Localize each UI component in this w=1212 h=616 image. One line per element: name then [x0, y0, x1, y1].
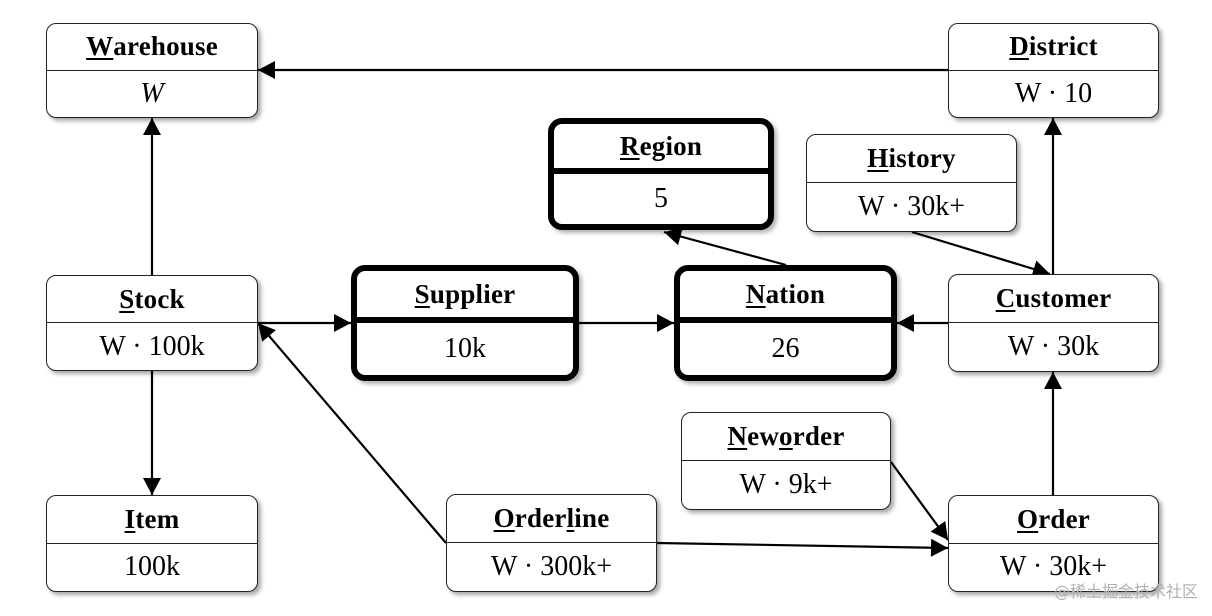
edge-history-to-customer	[911, 230, 1051, 276]
arrowhead-neworder-to-order	[930, 520, 948, 540]
table-size: 10k	[444, 333, 486, 364]
table-size: 26	[771, 333, 800, 364]
key-letter: S	[414, 278, 430, 309]
table-size: 5	[654, 183, 668, 214]
key-letter: C	[995, 283, 1016, 313]
key-letter: W	[86, 31, 114, 62]
arrowhead-customer-to-nation	[897, 314, 914, 332]
arrowhead-nation-to-region	[664, 227, 683, 246]
table-size: W · 300k+	[490, 551, 613, 582]
key-letter: D	[1009, 31, 1029, 62]
table-size: W · 30k+	[999, 551, 1108, 583]
arrowhead-stock-to-item	[143, 478, 161, 495]
arrowhead-order-to-customer	[1044, 372, 1062, 389]
table-size: W · 30k+	[857, 191, 966, 222]
watermark: @稀土掘金技术社区	[1053, 582, 1198, 601]
key-letter: N	[745, 278, 766, 309]
edge-orderline-to-order	[656, 541, 949, 550]
key-letter: R	[619, 130, 640, 161]
key-letter: H	[867, 143, 889, 173]
table-size: W · 30k	[1007, 331, 1100, 362]
arrowhead-orderline-to-stock	[258, 323, 276, 342]
arrowhead-stock-to-warehouse	[143, 118, 161, 135]
arrowhead-customer-to-district	[1044, 118, 1062, 135]
edge-orderline-to-stock	[257, 322, 447, 544]
arrowhead-stock-to-supplier	[334, 314, 351, 332]
key-letter: S	[119, 283, 135, 314]
arrowhead-district-to-warehouse	[258, 61, 275, 79]
edge-nation-to-region	[663, 230, 787, 267]
key-letter: I	[124, 503, 136, 534]
table-size: W · 100k	[99, 330, 205, 362]
table-size: W · 10	[1014, 77, 1093, 109]
table-size: W	[140, 77, 164, 109]
table-size: W · 9k+	[739, 469, 833, 500]
table-size: 100k	[124, 551, 180, 583]
key-letter: O	[1017, 503, 1039, 534]
arrowhead-supplier-to-nation	[657, 314, 674, 332]
arrowhead-history-to-customer	[1031, 260, 1050, 278]
arrowhead-orderline-to-order	[930, 538, 948, 557]
